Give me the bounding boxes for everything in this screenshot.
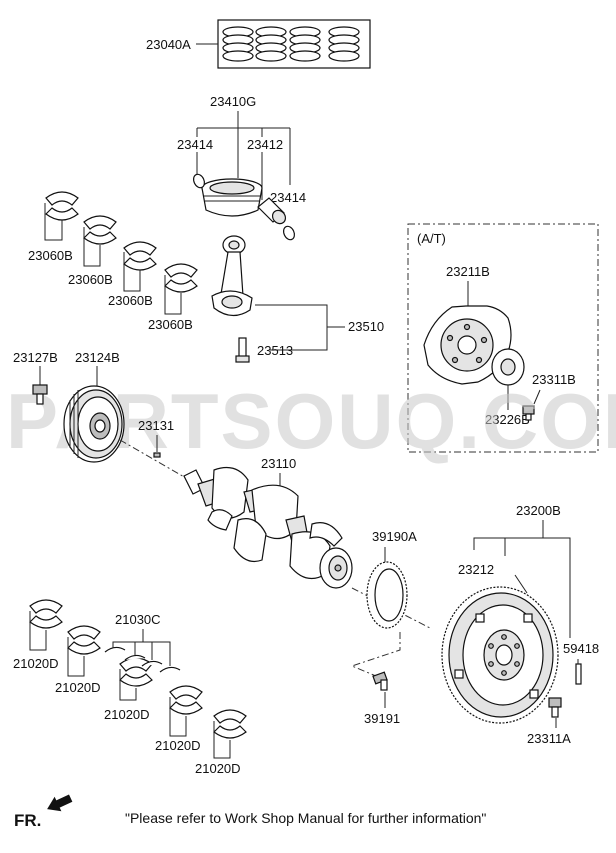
conrod-bearing-23060B-3[interactable] (123, 241, 157, 271)
flywheel-23200B[interactable] (441, 586, 559, 724)
label-23414-right[interactable]: 23414 (270, 190, 306, 205)
label-23513[interactable]: 23513 (257, 343, 293, 358)
key-23131[interactable] (153, 452, 161, 458)
label-21020D-5[interactable]: 21020D (195, 761, 241, 776)
label-23311B[interactable]: 23311B (532, 372, 576, 387)
front-label: FR. (14, 811, 41, 830)
conrod-bearing-23060B-2[interactable] (83, 215, 117, 245)
label-23040A[interactable]: 23040A (146, 37, 191, 52)
label-23060B-3[interactable]: 23060B (108, 293, 153, 308)
label-23410G[interactable]: 23410G (210, 94, 256, 109)
label-21030C[interactable]: 21030C (115, 612, 161, 627)
label-23124B[interactable]: 23124B (75, 350, 120, 365)
label-23412[interactable]: 23412 (247, 137, 283, 152)
label-23212[interactable]: 23212 (458, 562, 494, 577)
flywheel-bolt-23311A[interactable] (548, 697, 562, 718)
main-bearing-21020D-2[interactable] (67, 625, 101, 655)
drive-plate-bolt-23311B[interactable] (522, 405, 535, 421)
bolt-guide-39191 (350, 632, 401, 677)
piston-ring-set-23040A[interactable] (196, 19, 371, 69)
label-23110[interactable]: 23110 (261, 456, 296, 471)
label-21020D-2[interactable]: 21020D (55, 680, 101, 695)
snap-ring-23414-right[interactable] (282, 225, 297, 242)
ring-gear-39190A[interactable] (366, 561, 408, 629)
label-23211B[interactable]: 23211B (446, 264, 490, 279)
conrod-bearing-23060B-1[interactable] (45, 191, 79, 221)
main-bearing-21020D-4[interactable] (169, 685, 203, 715)
drive-plate-23211B[interactable] (423, 305, 512, 385)
piston-23410G[interactable] (201, 178, 263, 217)
footer-note: "Please refer to Work Shop Manual for fu… (125, 810, 486, 826)
damper-pulley-23124B[interactable] (63, 385, 125, 463)
conrod-bolt-23513[interactable] (235, 337, 250, 363)
label-39191[interactable]: 39191 (364, 711, 400, 726)
crankshaft-23110[interactable] (183, 467, 353, 589)
at-group-box (407, 223, 599, 453)
label-21020D-1[interactable]: 21020D (13, 656, 59, 671)
label-23060B-2[interactable]: 23060B (68, 272, 113, 287)
adapter-plate-23226B[interactable] (491, 348, 525, 386)
main-bearing-21020D-1[interactable] (29, 599, 63, 629)
label-23060B-4[interactable]: 23060B (148, 317, 193, 332)
piston-assembly-leader (196, 111, 291, 200)
connecting-rod-23510[interactable] (211, 235, 253, 317)
label-23510[interactable]: 23510 (348, 319, 384, 334)
piston-pin-23412[interactable] (257, 197, 288, 226)
label-23127B[interactable]: 23127B (13, 350, 58, 365)
ring-gear-bolt-39191[interactable] (372, 671, 388, 691)
conrod-bearing-23060B-4[interactable] (164, 263, 198, 293)
label-59418[interactable]: 59418 (563, 641, 599, 656)
main-bearing-leaders (29, 611, 231, 759)
label-at: (A/T) (417, 231, 446, 246)
label-23060B-1[interactable]: 23060B (28, 248, 73, 263)
pulley-bolt-23127B[interactable] (32, 384, 48, 405)
label-23226B[interactable]: 23226B (485, 412, 530, 427)
thrust-washers-21030C[interactable] (104, 646, 181, 673)
main-bearing-21020D-5[interactable] (213, 709, 247, 739)
label-39190A[interactable]: 39190A (372, 529, 417, 544)
label-21020D-3[interactable]: 21020D (104, 707, 150, 722)
label-21020D-4[interactable]: 21020D (155, 738, 201, 753)
front-arrow-icon (47, 794, 73, 812)
conrod-bearing-leaders (44, 203, 182, 315)
centerline-front (119, 439, 187, 479)
label-23311A[interactable]: 23311A (527, 731, 571, 746)
label-23200B[interactable]: 23200B (516, 503, 561, 518)
dowel-pin-59418[interactable] (575, 663, 582, 685)
snap-ring-23414-left[interactable] (192, 173, 207, 190)
label-23414-left[interactable]: 23414 (177, 137, 213, 152)
label-23131[interactable]: 23131 (138, 418, 174, 433)
